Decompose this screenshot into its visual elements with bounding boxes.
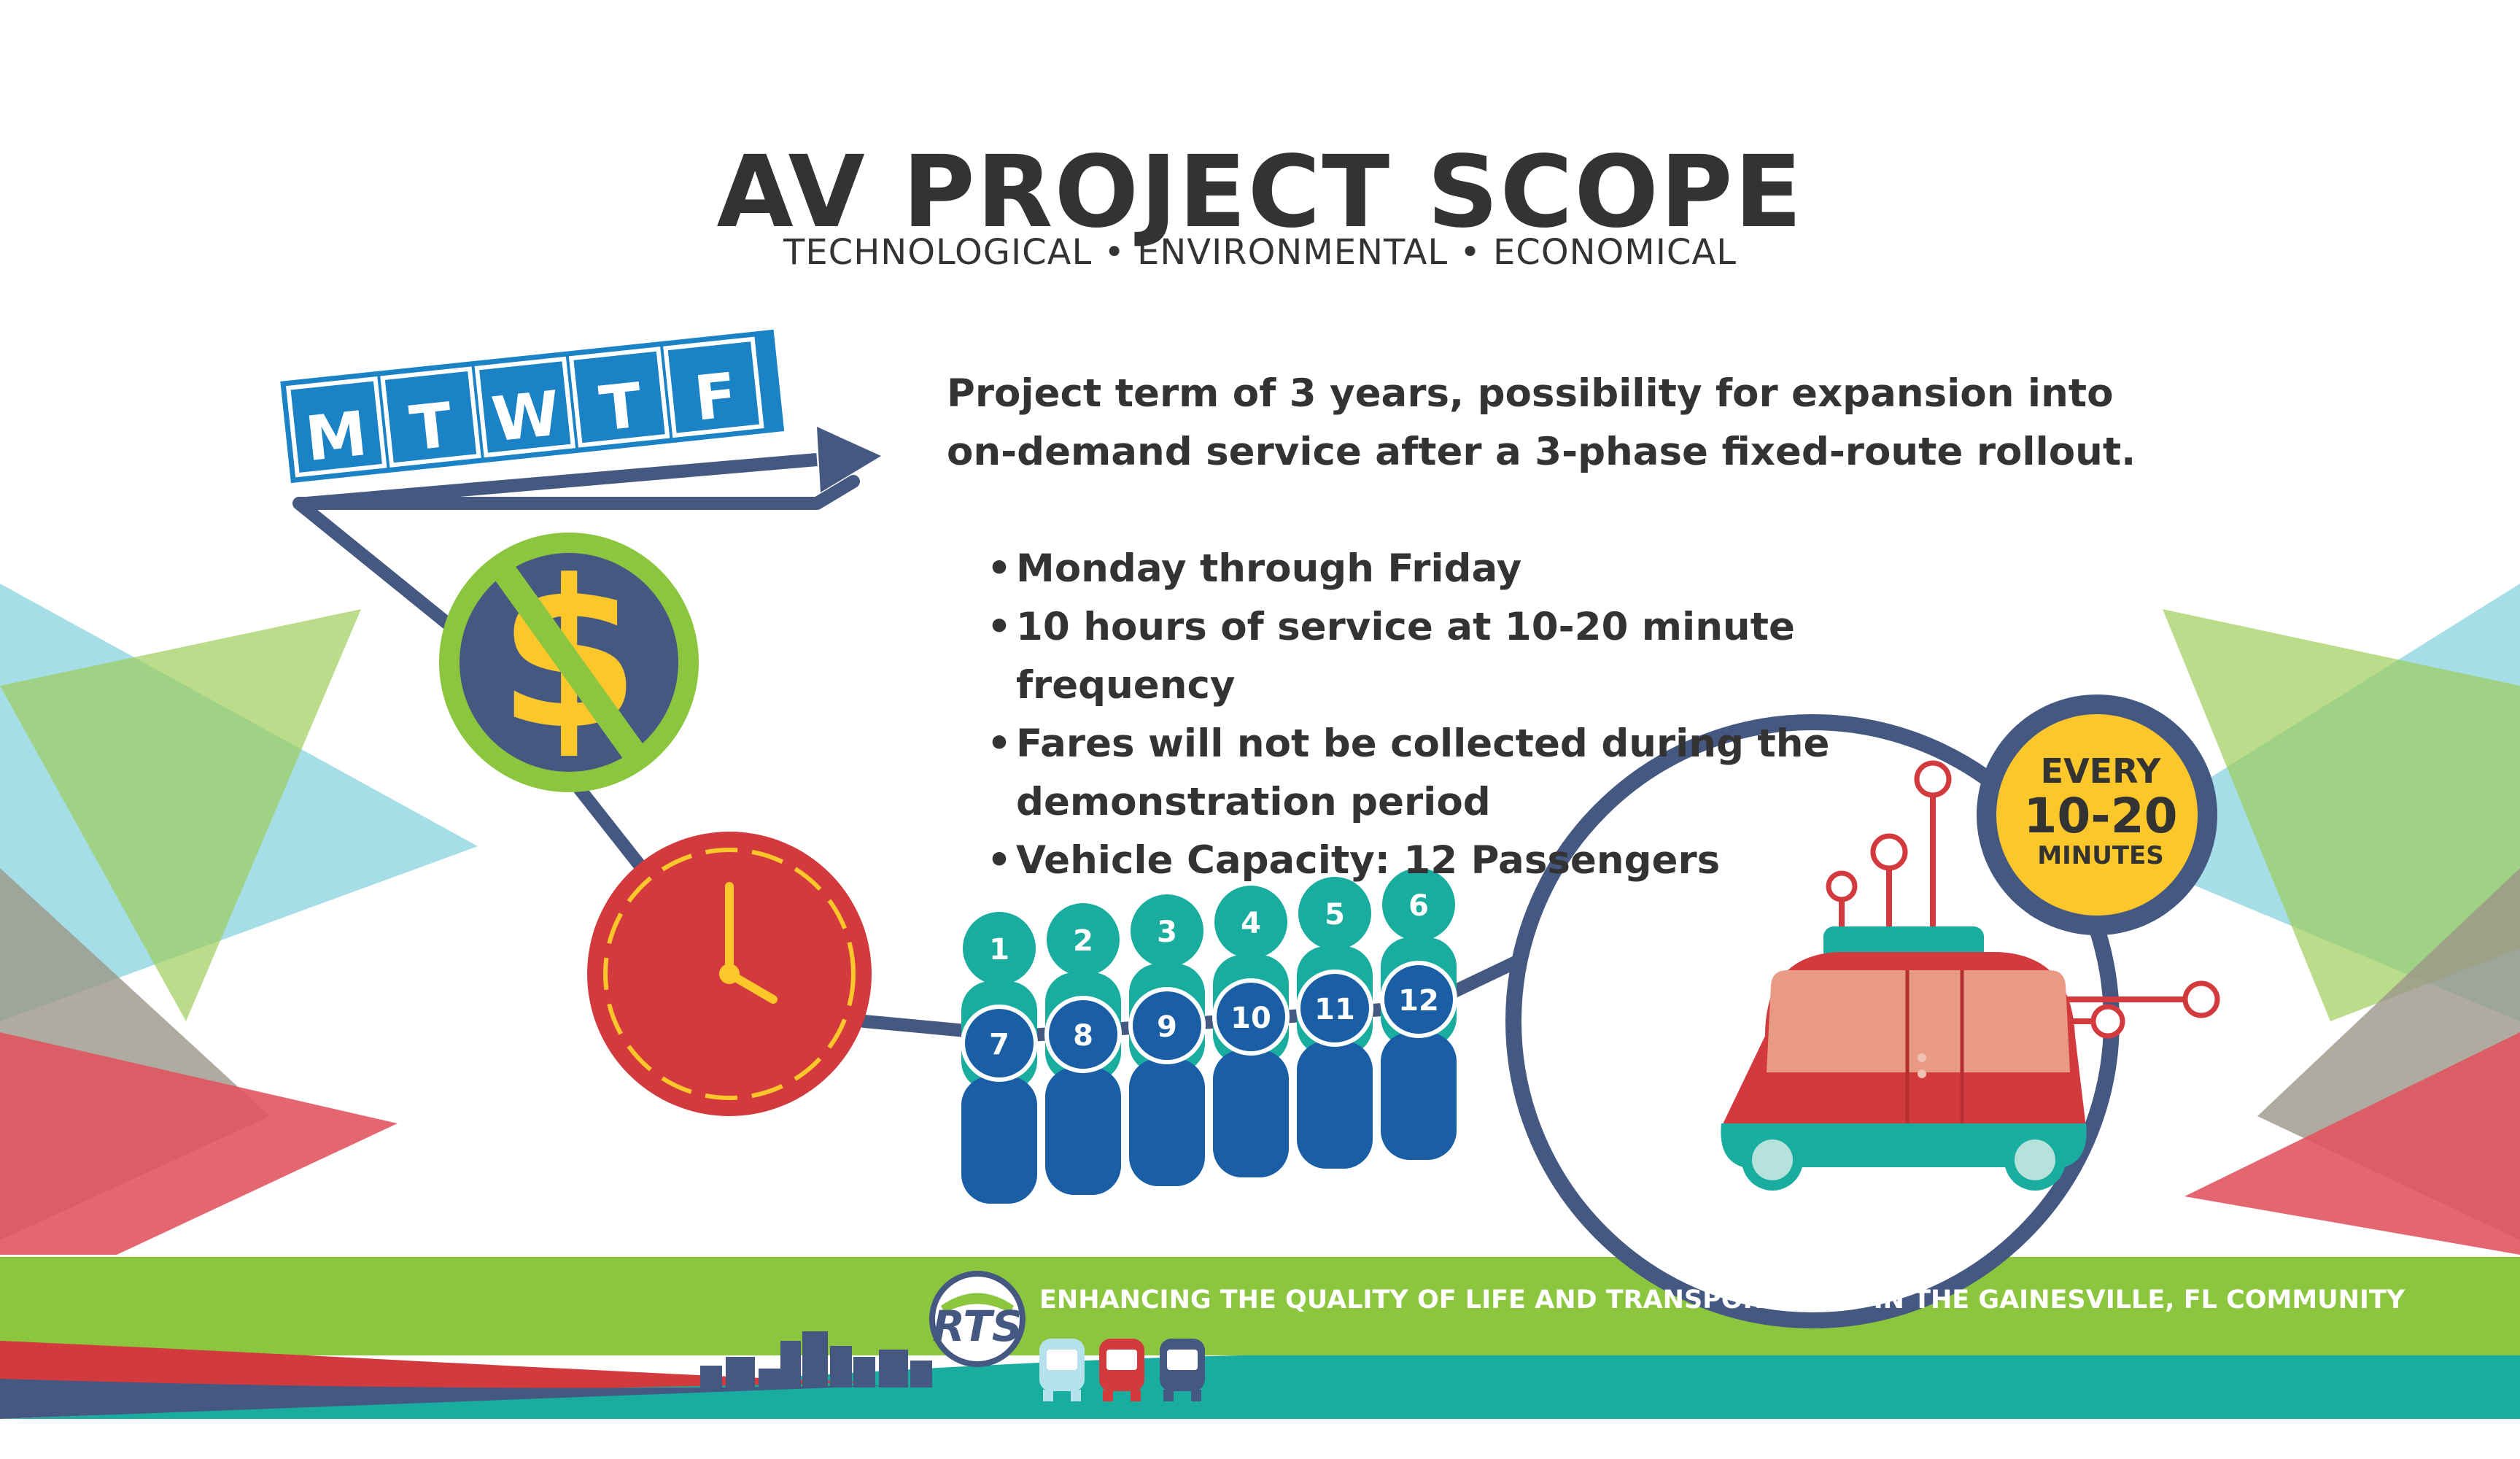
day-tuesday: T bbox=[406, 389, 456, 465]
passenger-figure: 12 bbox=[1380, 961, 1457, 1160]
footer-teal-wave bbox=[0, 1355, 2520, 1419]
footer-tagline: ENHANCING THE QUALITY OF LIFE AND TRANSP… bbox=[1039, 1285, 2405, 1315]
passenger-number: 8 bbox=[1073, 1019, 1093, 1053]
bullet-item: Monday through Friday bbox=[987, 540, 2008, 598]
passenger-figure: 7 bbox=[961, 1005, 1038, 1204]
passenger-figure: 11 bbox=[1296, 970, 1373, 1169]
passenger-number: 12 bbox=[1398, 984, 1439, 1018]
passenger-number: 11 bbox=[1314, 993, 1355, 1026]
badge-range-text: 10-20 bbox=[2023, 788, 2178, 844]
bullet-item: Fares will not be collected during the de… bbox=[987, 715, 2008, 832]
right-decor-triangles bbox=[2101, 584, 2520, 1255]
project-term-text: Project term of 3 years, possibility for… bbox=[947, 365, 2187, 481]
passenger-number: 5 bbox=[1325, 898, 1345, 932]
bullet-item: 10 hours of service at 10-20 minute freq… bbox=[987, 598, 2008, 715]
route-arrow-head bbox=[817, 427, 881, 492]
weekday-strip bbox=[280, 329, 785, 484]
frequency-badge-shape bbox=[1977, 694, 2217, 935]
footer-green-band bbox=[0, 1257, 2520, 1355]
passenger-number: 7 bbox=[989, 1028, 1009, 1061]
passenger-figure: 10 bbox=[1212, 978, 1290, 1177]
passenger-number: 6 bbox=[1408, 889, 1429, 923]
passenger-number: 1 bbox=[989, 933, 1009, 967]
project-term-line-1: Project term of 3 years, possibility for… bbox=[947, 371, 2114, 416]
no-fare-dollar-icon: $ bbox=[439, 533, 699, 792]
page-subtitle: TECHNOLOGICAL • ENVIRONMENTAL • ECONOMIC… bbox=[783, 232, 1737, 273]
bus-icon-red bbox=[1099, 1339, 1144, 1401]
rts-logo-text: RTS bbox=[932, 1301, 1022, 1351]
bullet-text: Monday through Friday bbox=[1016, 546, 1522, 591]
passenger-number: 10 bbox=[1230, 1002, 1271, 1035]
passenger-number: 3 bbox=[1157, 916, 1177, 949]
bus-icon-light bbox=[1039, 1339, 1085, 1401]
badge-every-text: EVERY bbox=[2040, 751, 2161, 791]
passenger-number: 4 bbox=[1241, 907, 1261, 940]
day-friday: F bbox=[691, 359, 740, 435]
day-monday: M bbox=[302, 397, 371, 476]
bullet-text: Fares will not be collected during the bbox=[1016, 721, 1830, 766]
passenger-number: 2 bbox=[1073, 924, 1093, 958]
day-thursday: T bbox=[596, 369, 645, 445]
rts-logo: RTS bbox=[929, 1271, 1026, 1367]
bullet-text: Vehicle Capacity: 12 Passengers bbox=[1016, 838, 1721, 883]
passenger-figure: 8 bbox=[1044, 996, 1122, 1195]
project-term-line-2: on-demand service after a 3-phase fixed-… bbox=[947, 430, 2136, 474]
city-skyline bbox=[700, 1331, 932, 1388]
badge-minutes-text: MINUTES bbox=[2037, 841, 2164, 870]
route-line bbox=[299, 475, 860, 510]
footer-navy-stripe bbox=[0, 1379, 912, 1419]
bullet-text: 10 hours of service at 10-20 minute freq… bbox=[1016, 605, 1795, 708]
bullet-text-continued: demonstration period bbox=[1016, 780, 1491, 824]
page-title: AV PROJECT SCOPE bbox=[716, 135, 1804, 250]
passenger-number: 9 bbox=[1157, 1010, 1177, 1044]
bus-icon-navy bbox=[1160, 1339, 1205, 1401]
service-bullet-list: Monday through Friday 10 hours of servic… bbox=[987, 540, 2008, 890]
bullet-item: Vehicle Capacity: 12 Passengers bbox=[987, 832, 2008, 890]
clock-icon bbox=[587, 832, 872, 1116]
left-decor-triangles bbox=[0, 584, 478, 1255]
day-wednesday: W bbox=[488, 377, 564, 456]
passenger-figure: 9 bbox=[1128, 987, 1206, 1186]
